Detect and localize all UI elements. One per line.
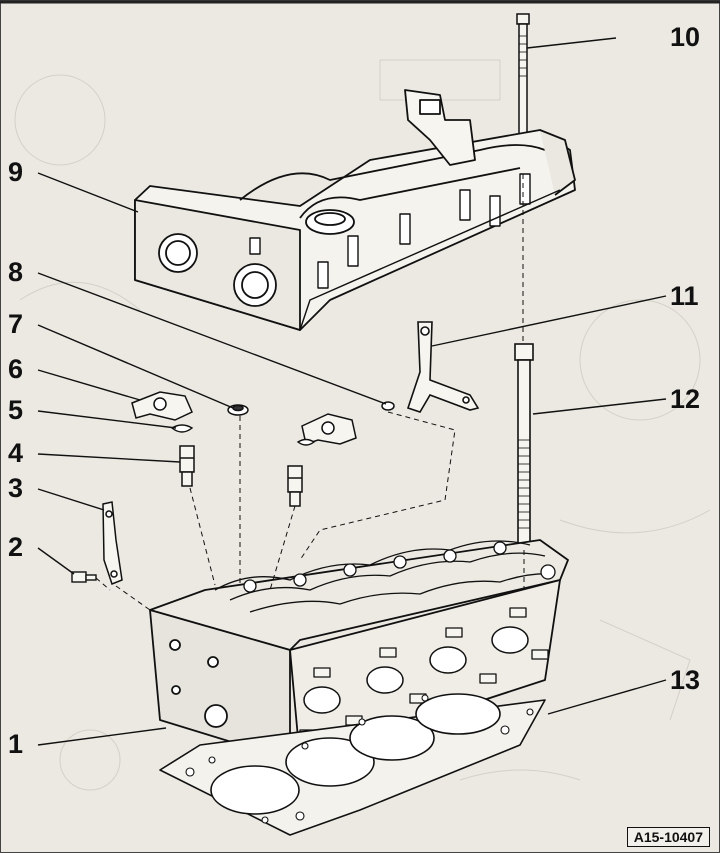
head-bolt-12 [514,343,534,551]
callout-11: 11 [670,281,699,311]
cover-bolt-10 [516,13,530,175]
callout-2: 2 [8,532,24,562]
callout-3: 3 [8,473,24,503]
hydraulic-element-4 [179,445,303,507]
clip-5 [170,424,316,446]
bracket-3 [102,501,123,585]
cylinder-head-cover-9 [134,89,576,331]
callout-7: 7 [8,309,24,339]
callout-10: 10 [670,22,701,52]
callout-1: 1 [8,729,24,759]
callout-4: 4 [8,438,24,468]
figure-id-label: A15-10407 [626,827,710,847]
lifting-eye-11 [406,321,480,413]
rocker-finger-6 [131,391,357,445]
callout-5: 5 [8,395,24,425]
callout-13: 13 [670,665,701,695]
head-gasket-13 [159,693,546,836]
callout-8: 8 [8,257,24,287]
callout-6: 6 [8,354,24,384]
bracket-bolt-2 [71,571,97,583]
callout-9: 9 [8,157,24,187]
cylinder-head-1 [149,539,569,761]
callout-12: 12 [670,384,701,414]
